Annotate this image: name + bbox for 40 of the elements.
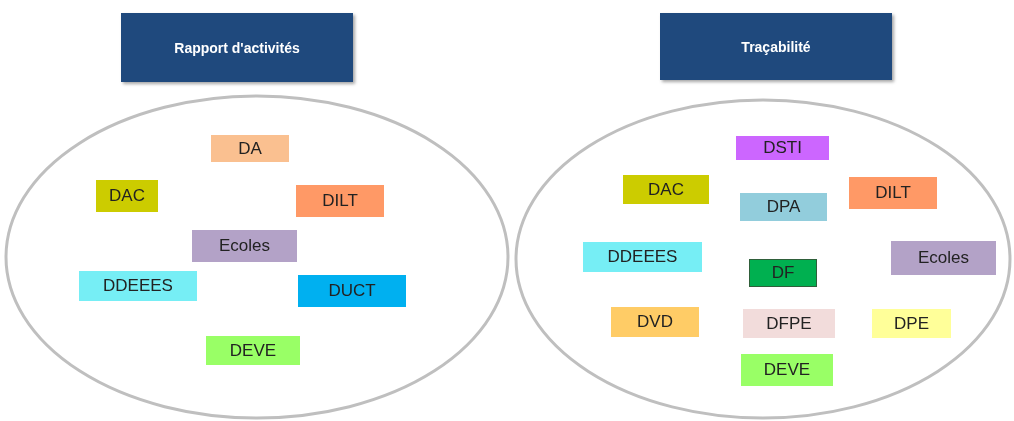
label-tag [96,180,158,212]
label-text: DDEEES [607,247,678,267]
label-tag [611,307,699,337]
label-tag [206,336,300,365]
label-text: DEVE [763,360,811,380]
title-text: Traçabilité [741,38,811,55]
label-text: DUCT [328,281,376,301]
label-text: DPA [766,197,801,217]
label-text: DAC [109,186,145,206]
label-text: DEVE [229,340,277,361]
label-text: DVD [637,312,673,332]
label-tag [192,230,297,262]
label-text: DDEEES [103,276,173,296]
label-text: DA [238,138,262,159]
label-tag [849,177,937,209]
title-text: Rapport d'activités [174,39,300,56]
label-tag [741,354,833,386]
title-box [121,13,353,82]
label-tag [743,309,835,338]
title-box [660,13,892,80]
label-text: DAC [648,179,684,200]
label-tag [891,241,996,275]
label-text: DSTI [763,138,802,158]
label-tag [298,275,406,307]
label-tag [296,185,384,217]
label-text: DFPE [766,313,812,334]
label-tag [736,136,829,160]
label-tag [623,175,709,204]
label-text: DPE [894,313,929,334]
label-tag [583,242,702,272]
label-tag [211,135,289,162]
label-text: DILT [875,183,911,203]
label-tag [749,259,817,287]
label-text: DILT [322,191,358,211]
label-text: DF [771,263,795,283]
label-tag [872,309,951,338]
label-tag [79,271,197,301]
label-text: Ecoles [918,248,969,268]
label-tag [740,193,827,221]
label-text: Ecoles [219,236,270,256]
